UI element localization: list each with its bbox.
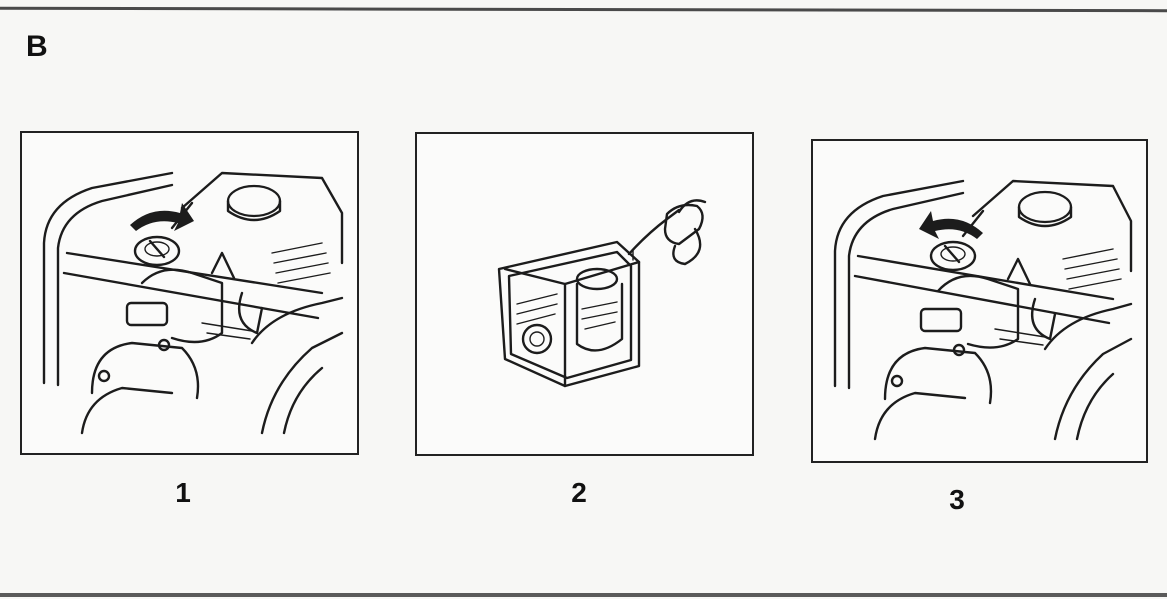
step-3-number: 3 bbox=[937, 484, 977, 516]
step-2-panel bbox=[415, 132, 754, 456]
step-3-panel bbox=[811, 139, 1148, 463]
step-2-number: 2 bbox=[559, 477, 599, 509]
step-1-panel bbox=[20, 131, 359, 455]
step-1-number: 1 bbox=[163, 477, 203, 509]
pump-refuel-icon bbox=[417, 134, 754, 456]
fuel-cap-close-icon bbox=[813, 141, 1148, 463]
section-letter: B bbox=[26, 30, 48, 64]
top-rule bbox=[0, 7, 1167, 12]
fuel-cap-open-icon bbox=[22, 133, 359, 455]
bottom-rule bbox=[0, 593, 1167, 597]
